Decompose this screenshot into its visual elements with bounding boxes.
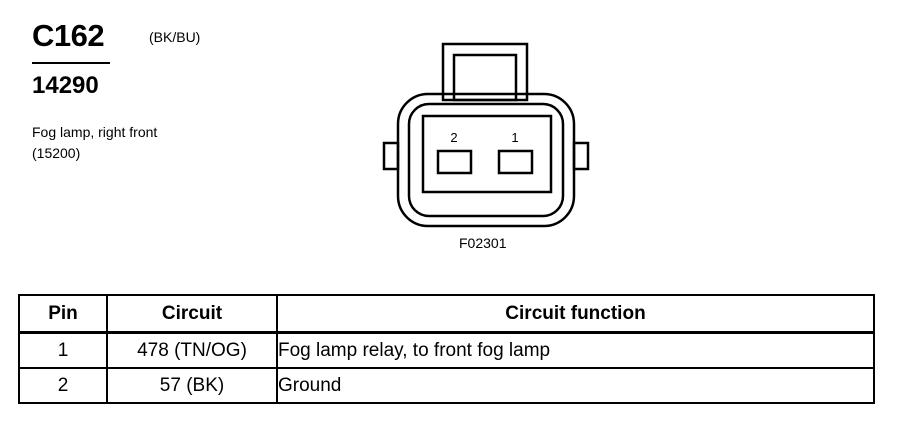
cell-pin: 2 bbox=[18, 367, 108, 404]
connector-id-underline bbox=[32, 62, 110, 64]
pin-label-2: 2 bbox=[450, 130, 457, 145]
pinout-table: Pin Circuit Circuit function 1 478 (TN/O… bbox=[18, 294, 875, 404]
pin-cavity-area bbox=[421, 114, 553, 194]
locking-tab-inner bbox=[452, 53, 518, 102]
cell-circuit: 478 (TN/OG) bbox=[106, 331, 278, 369]
connector-id: C162 bbox=[32, 18, 105, 53]
connector-body-inner bbox=[407, 102, 565, 218]
pin-2-terminal bbox=[436, 149, 473, 175]
cell-pin: 1 bbox=[18, 331, 108, 369]
side-ear-left bbox=[382, 141, 400, 171]
table-row: 2 57 (BK) Ground bbox=[18, 367, 875, 404]
cell-circuit-function: Ground bbox=[276, 367, 875, 404]
table-row: 1 478 (TN/OG) Fog lamp relay, to front f… bbox=[18, 331, 875, 369]
connector-description-code: (15200) bbox=[32, 145, 81, 161]
pin-1-terminal bbox=[497, 149, 534, 175]
pin-label-1: 1 bbox=[511, 130, 518, 145]
locking-tab bbox=[441, 42, 529, 102]
part-number: 14290 bbox=[32, 72, 99, 99]
connector-description: Fog lamp, right front bbox=[32, 124, 158, 140]
figure-code: F02301 bbox=[459, 235, 507, 251]
wire-color: (BK/BU) bbox=[149, 29, 201, 45]
table-header-row: Pin Circuit Circuit function bbox=[18, 294, 875, 334]
cell-circuit-function: Fog lamp relay, to front fog lamp bbox=[276, 331, 875, 369]
header-circuit-function: Circuit function bbox=[276, 294, 875, 334]
cell-circuit: 57 (BK) bbox=[106, 367, 278, 404]
header-pin: Pin bbox=[18, 294, 108, 334]
header-circuit: Circuit bbox=[106, 294, 278, 334]
connector-body-outer bbox=[396, 92, 576, 228]
side-ear-right bbox=[572, 141, 590, 171]
connector-face-diagram: 2 1 bbox=[382, 42, 590, 228]
